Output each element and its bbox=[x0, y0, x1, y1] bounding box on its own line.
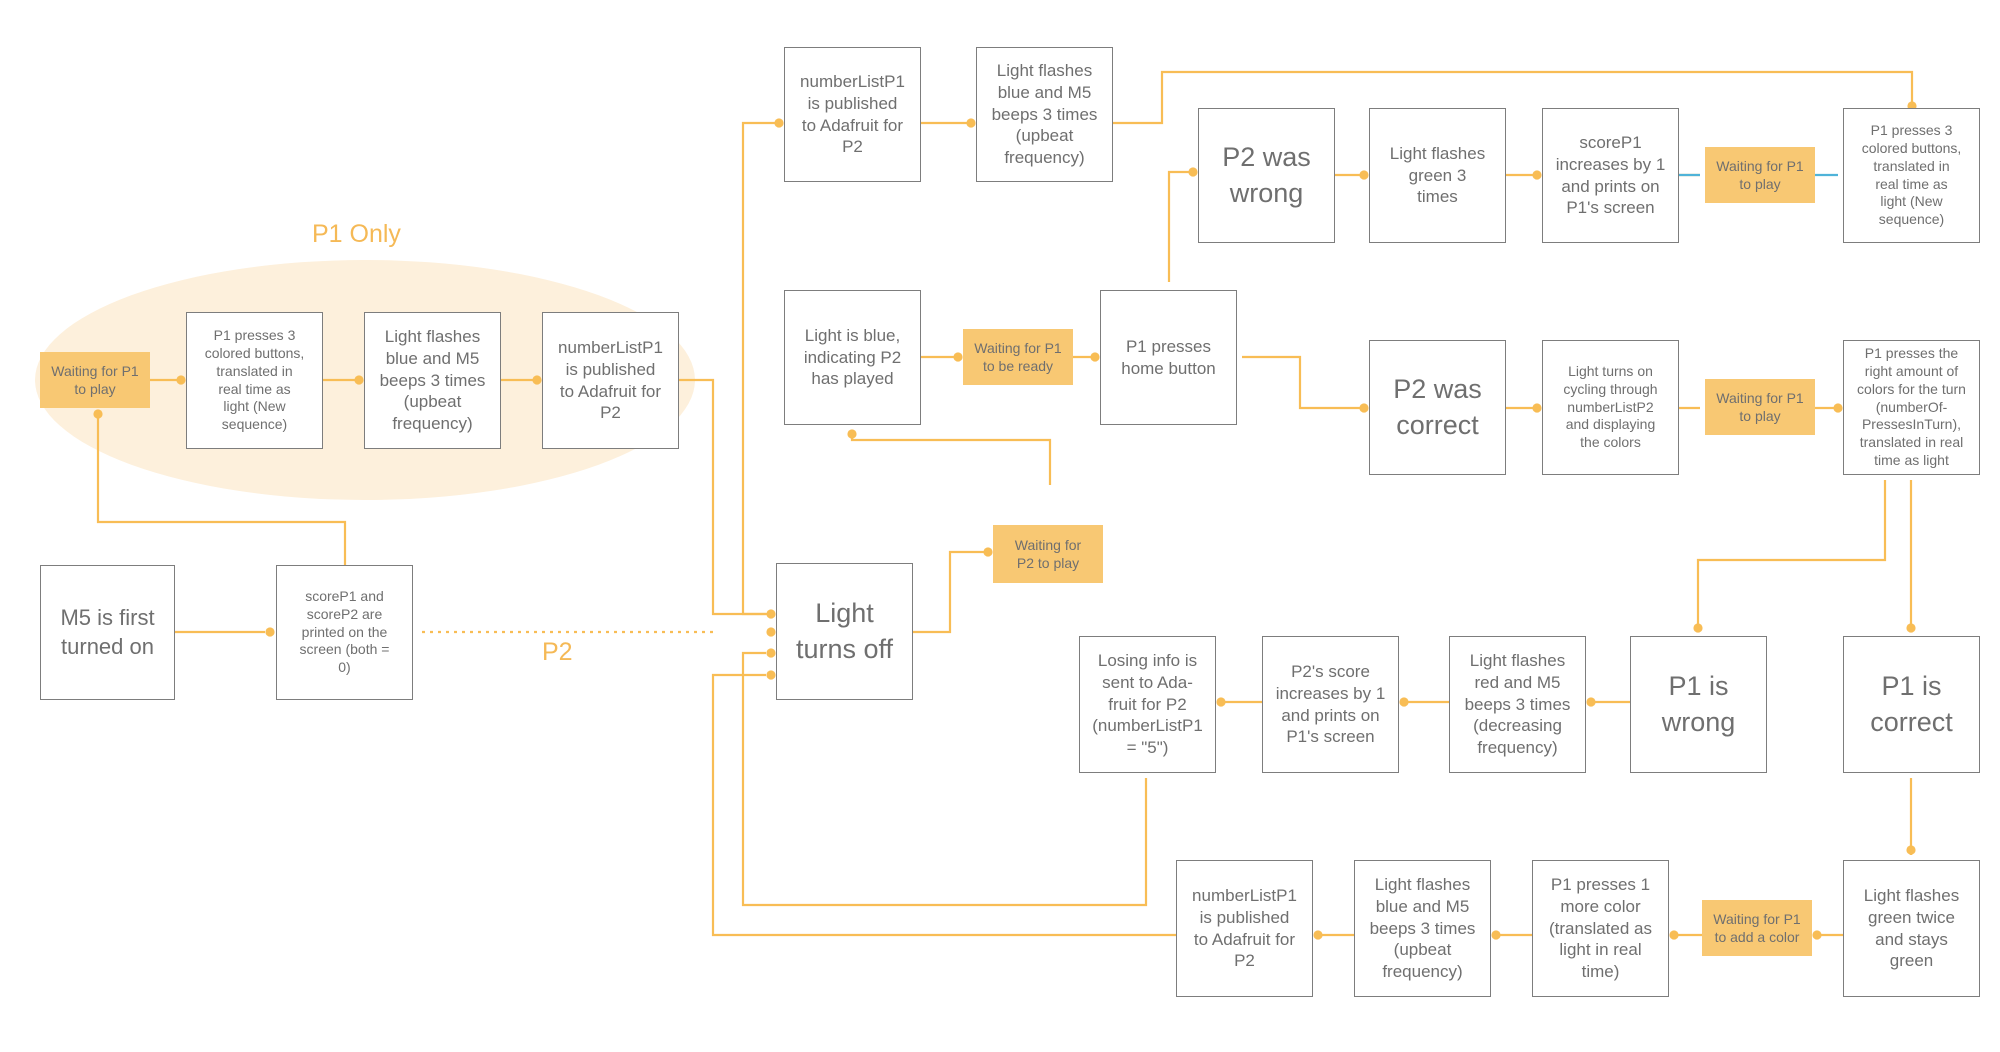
connector-dot bbox=[1906, 845, 1916, 855]
node-p1-is-wrong: P1 is wrong bbox=[1630, 636, 1767, 773]
connector-dot bbox=[176, 375, 186, 385]
connector-dot bbox=[983, 547, 993, 557]
arrow-light-off-to-wait-p2 bbox=[913, 550, 988, 634]
node-flash-green-3: Light flashes green 3 times bbox=[1369, 108, 1506, 243]
node-publish-top: numberListP1 is published to Adafruit fo… bbox=[784, 47, 921, 182]
wait-p1-to-be-ready: Waiting for P1 to be ready bbox=[963, 329, 1073, 385]
node-scores-printed: scoreP1 and scoreP2 are printed on the s… bbox=[276, 565, 413, 700]
connector-dot bbox=[1359, 170, 1369, 180]
connector-dot bbox=[1313, 930, 1323, 940]
connector-dot bbox=[766, 609, 776, 619]
arrow-wait-p2-to-light-blue bbox=[850, 430, 1052, 485]
connector-dot bbox=[354, 375, 364, 385]
arrow-publish-bottom-to-light-off bbox=[711, 673, 1176, 937]
connector-dot bbox=[1906, 623, 1916, 633]
connector-dot bbox=[1532, 170, 1542, 180]
node-publish-bottom: numberListP1 is published to Adafruit fo… bbox=[1176, 860, 1313, 997]
node-flash-blue-bottom: Light flashes blue and M5 beeps 3 times … bbox=[1354, 860, 1491, 997]
node-flash-blue-start: Light flashes blue and M5 beeps 3 times … bbox=[364, 312, 501, 449]
connector-dot bbox=[766, 670, 776, 680]
node-p1-presses-home: P1 presses home button bbox=[1100, 290, 1237, 425]
node-flash-green-twice: Light flashes green twice and stays gree… bbox=[1843, 860, 1980, 997]
node-flash-red: Light flashes red and M5 beeps 3 times (… bbox=[1449, 636, 1586, 773]
wait-p1-to-play-top: Waiting for P1 to play bbox=[1705, 147, 1815, 203]
connector-dot bbox=[1669, 930, 1679, 940]
node-m5-turned-on: M5 is first turned on bbox=[40, 565, 175, 700]
connector-dot bbox=[847, 429, 857, 439]
connector-dot bbox=[1833, 403, 1843, 413]
connector-dot bbox=[1090, 352, 1100, 362]
connector-dot bbox=[774, 118, 784, 128]
connector-dot bbox=[1216, 697, 1226, 707]
connector-dot bbox=[93, 409, 103, 419]
connector-dot bbox=[532, 375, 542, 385]
connector-dot bbox=[1399, 697, 1409, 707]
node-p1-right-amount: P1 presses the right amount of colors fo… bbox=[1843, 340, 1980, 475]
label-p1-only: P1 Only bbox=[312, 220, 401, 248]
arrow-publish-start-to-light-off bbox=[679, 378, 766, 616]
wait-p1-to-play-start: Waiting for P1 to play bbox=[40, 352, 150, 408]
node-p1-press-1-more: P1 presses 1 more color (translated as l… bbox=[1532, 860, 1669, 997]
arrow-scores-to-wait-start bbox=[96, 410, 347, 565]
connector-dot bbox=[966, 118, 976, 128]
node-p2-was-correct: P2 was correct bbox=[1369, 340, 1506, 475]
connector-dot bbox=[766, 627, 776, 637]
node-light-turns-off: Light turns off bbox=[776, 563, 913, 700]
connector-dot bbox=[1188, 167, 1198, 177]
node-p1-is-correct: P1 is correct bbox=[1843, 636, 1980, 773]
node-score-p1-increase: scoreP1 increases by 1 and prints on P1'… bbox=[1542, 108, 1679, 243]
connector-dot bbox=[265, 627, 275, 637]
connector-dot bbox=[1812, 930, 1822, 940]
label-p2: P2 bbox=[542, 638, 573, 666]
wait-p2-to-play: Waiting for P2 to play bbox=[993, 525, 1103, 583]
connector-dot bbox=[1693, 623, 1703, 633]
connector-dot bbox=[766, 648, 776, 658]
arrow-home-to-p2-wrong bbox=[1167, 170, 1193, 282]
node-publish-start: numberListP1 is published to Adafruit fo… bbox=[542, 312, 679, 449]
connector-dot bbox=[1532, 403, 1542, 413]
connector-dot bbox=[1586, 697, 1596, 707]
arrow-light-off-to-publish-top bbox=[741, 121, 779, 616]
connector-dot bbox=[1359, 403, 1369, 413]
connector-dot bbox=[953, 352, 963, 362]
node-p2-score-increase: P2's score increases by 1 and prints on … bbox=[1262, 636, 1399, 773]
node-p1-press-3-top: P1 presses 3 colored buttons, translated… bbox=[1843, 108, 1980, 243]
node-losing-info: Losing info is sent to Ada- fruit for P2… bbox=[1079, 636, 1216, 773]
node-p1-press-3-start: P1 presses 3 colored buttons, translated… bbox=[186, 312, 323, 449]
arrow-flash-top-to-press3-top bbox=[1113, 70, 1914, 125]
arrow-losing-to-light-off bbox=[741, 651, 1148, 907]
wait-p1-to-add-color: Waiting for P1 to add a color bbox=[1702, 900, 1812, 956]
node-light-cycling: Light turns on cycling through numberLis… bbox=[1542, 340, 1679, 475]
arrow-home-to-p2-correct bbox=[1242, 355, 1364, 410]
connector-dot bbox=[1491, 930, 1501, 940]
arrow-right-amount-to-p1-wrong bbox=[1696, 480, 1887, 631]
node-light-is-blue: Light is blue, indicating P2 has played bbox=[784, 290, 921, 425]
node-p2-was-wrong: P2 was wrong bbox=[1198, 108, 1335, 243]
node-flash-blue-top: Light flashes blue and M5 beeps 3 times … bbox=[976, 47, 1113, 182]
wait-p1-to-play-mid: Waiting for P1 to play bbox=[1705, 379, 1815, 435]
